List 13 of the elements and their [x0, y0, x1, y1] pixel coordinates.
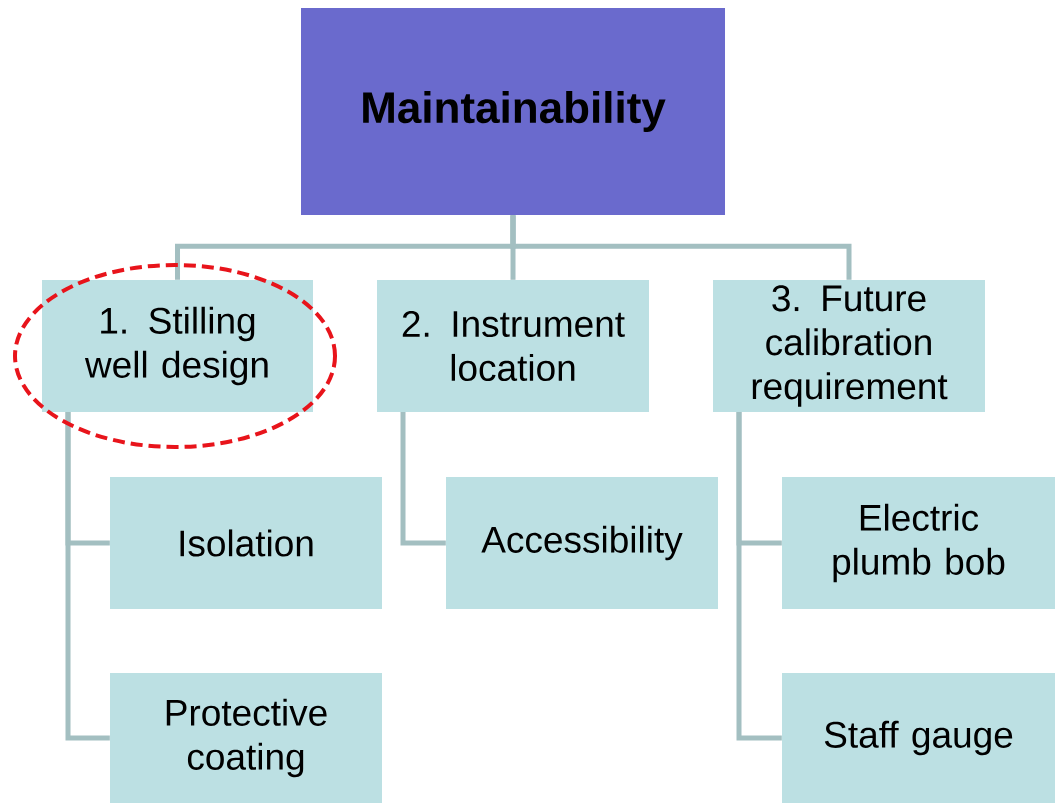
category-box: 3. Future calibration requirement [713, 280, 985, 412]
item-box: Protective coating [110, 673, 382, 803]
item-box: Staff gauge [782, 673, 1055, 803]
item-box: Accessibility [446, 477, 718, 609]
connector-line [65, 412, 110, 741]
item-box: Electric plumb bob [782, 477, 1055, 609]
connector-line [510, 215, 852, 280]
connector-line [400, 412, 446, 546]
title-box: Maintainability [301, 8, 725, 215]
item-box: Isolation [110, 477, 382, 609]
category-box: 1. Stilling well design [42, 280, 313, 412]
category-box: 2. Instrument location [377, 280, 649, 412]
connector-line [736, 412, 782, 741]
